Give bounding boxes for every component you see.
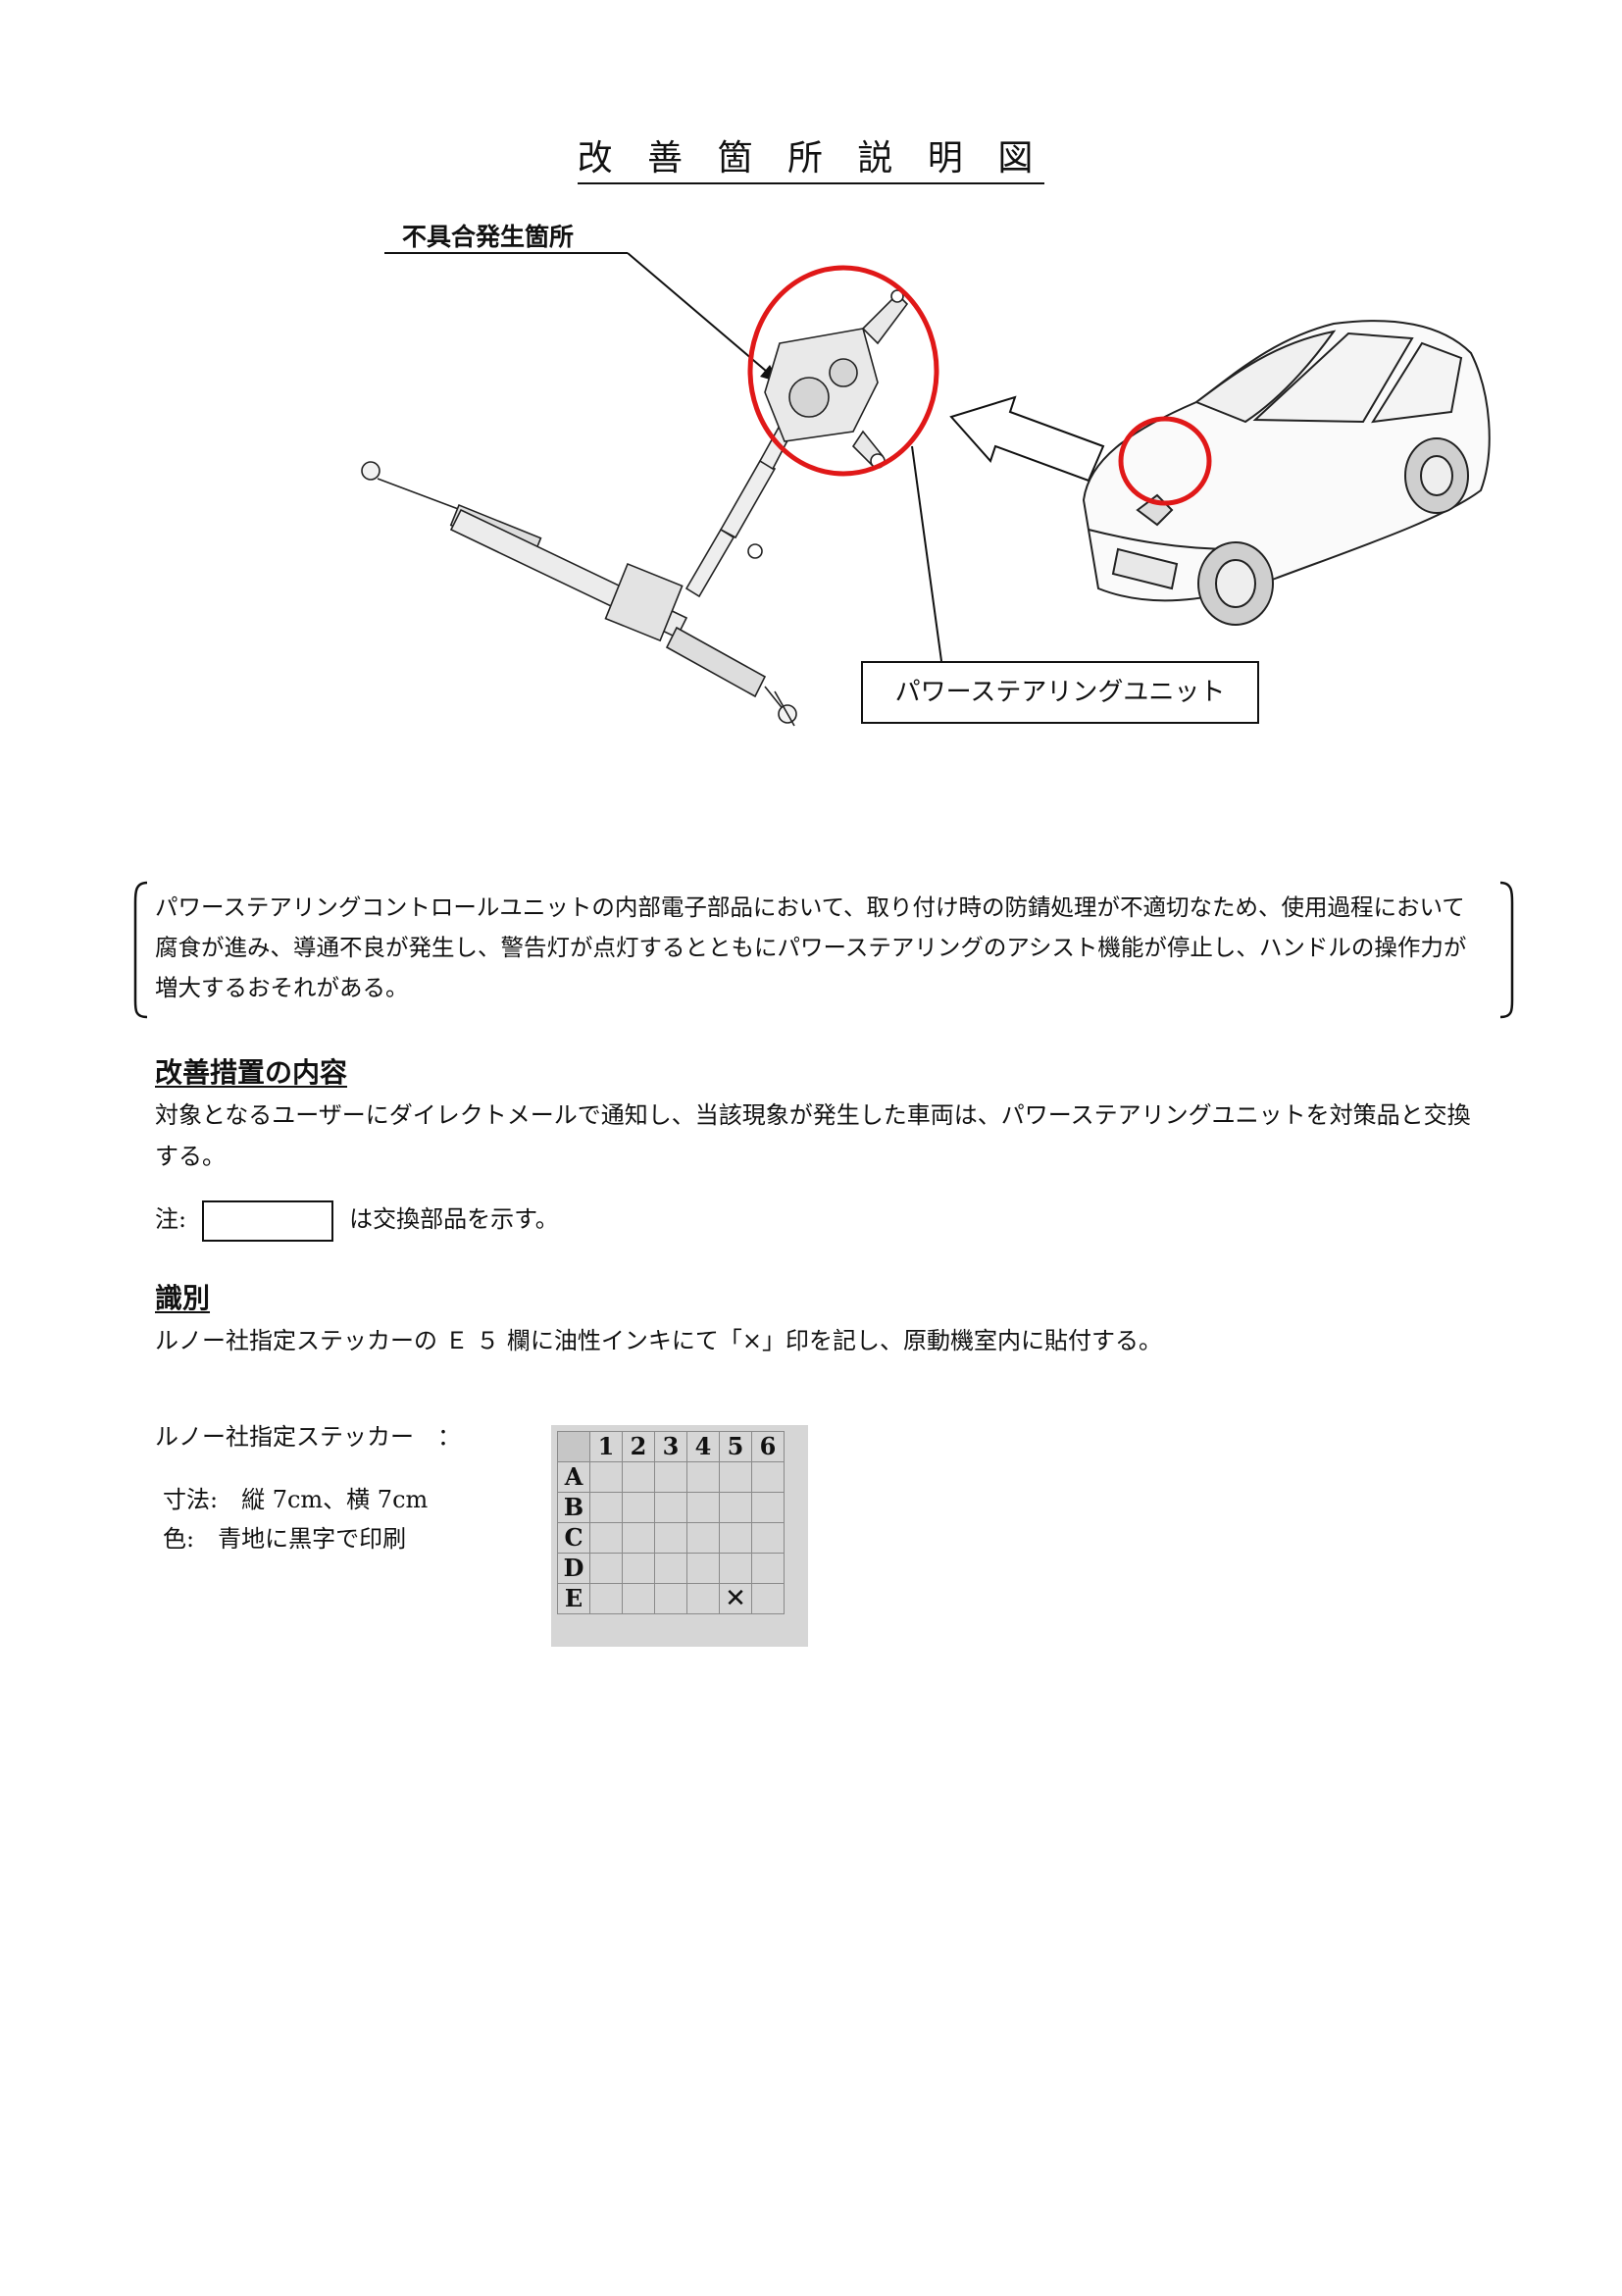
sticker-row-header: A (557, 1461, 590, 1493)
note-prefix: 注: (155, 1205, 187, 1233)
car-illustration (1082, 320, 1491, 626)
sticker-cell (719, 1553, 752, 1584)
sticker-cell (654, 1461, 687, 1493)
sticker-col-header: 5 (719, 1431, 752, 1462)
measures-text: 対象となるユーザーにダイレクトメールで通知し、当該現象が発生した車両は、パワース… (155, 1101, 1471, 1170)
defect-arrow-line (627, 252, 781, 383)
sticker-cell (751, 1553, 785, 1584)
steering-diagram (361, 252, 1491, 727)
sticker-cell (686, 1522, 720, 1554)
sticker-cell (589, 1492, 623, 1523)
sticker-col-header: 3 (654, 1431, 687, 1462)
identification-text: ルノー社指定ステッカーの Ｅ ５ 欄に油性インキにて「×」印を記し、原動機室内に… (155, 1327, 1162, 1354)
renault-sticker: 1 2 3 4 5 6 A B C D E ✕ (551, 1425, 808, 1647)
sticker-cell (751, 1522, 785, 1554)
unit-label-box: パワーステアリングユニット (861, 661, 1259, 724)
sticker-col-header: 1 (589, 1431, 623, 1462)
sticker-size: 寸法: 縦 7cm、横 7cm (163, 1486, 429, 1513)
sticker-cell (686, 1583, 720, 1614)
sticker-cell (654, 1522, 687, 1554)
measures-section: 改善措置の内容 対象となるユーザーにダイレクトメールで通知し、当該現象が発生した… (155, 1051, 1474, 1177)
page-title: 改 善 箇 所 説 明 図 (0, 129, 1622, 184)
sticker-cell (654, 1492, 687, 1523)
sticker-col-header: 2 (622, 1431, 655, 1462)
note-line: 注: は交換部品を示す。 (155, 1199, 559, 1242)
sticker-grid: 1 2 3 4 5 6 A B C D E ✕ (557, 1431, 785, 1614)
sticker-cell (686, 1492, 720, 1523)
sticker-cell (589, 1522, 623, 1554)
sticker-cell (589, 1461, 623, 1493)
sticker-cell (654, 1583, 687, 1614)
unit-leader-line (911, 445, 942, 662)
sticker-row-header: C (557, 1522, 590, 1554)
sticker-cell (622, 1492, 655, 1523)
sticker-cell (589, 1553, 623, 1584)
note-suffix: は交換部品を示す。 (349, 1205, 559, 1233)
defect-description: パワーステアリングコントロールユニットの内部電子部品において、取り付け時の防錆処… (155, 893, 1467, 1001)
sticker-cell (654, 1553, 687, 1584)
sticker-cell (622, 1461, 655, 1493)
sticker-cell (751, 1461, 785, 1493)
sticker-cell (622, 1553, 655, 1584)
sticker-row-header: E (557, 1583, 590, 1614)
steering-rack (361, 461, 797, 727)
description-brackets (133, 881, 1514, 1019)
defect-location-label: 不具合発生箇所 (402, 223, 575, 251)
sticker-row-header: B (557, 1492, 590, 1523)
sticker-cell (751, 1583, 785, 1614)
sticker-corner-cell (557, 1431, 590, 1462)
sticker-row-header: D (557, 1553, 590, 1584)
sticker-col-header: 6 (751, 1431, 785, 1462)
power-steering-unit (764, 289, 909, 469)
direction-arrow (949, 395, 1105, 483)
sticker-col-header: 4 (686, 1431, 720, 1462)
identification-section: 識別 ルノー社指定ステッカーの Ｅ ５ 欄に油性インキにて「×」印を記し、原動機… (155, 1277, 1474, 1361)
sticker-color: 色: 青地に黒字で印刷 (163, 1525, 407, 1553)
identification-heading: 識別 (155, 1282, 211, 1314)
replacement-part-box (202, 1199, 334, 1242)
sticker-cell (719, 1492, 752, 1523)
sticker-cell (622, 1522, 655, 1554)
sticker-cell (589, 1583, 623, 1614)
sticker-cell (622, 1583, 655, 1614)
sticker-cell (686, 1461, 720, 1493)
sticker-label: ルノー社指定ステッカー ： (155, 1423, 461, 1451)
measures-heading: 改善措置の内容 (155, 1056, 348, 1089)
sticker-cell (719, 1461, 752, 1493)
defect-highlight-circle (747, 265, 939, 477)
car-highlight-circle (1118, 416, 1212, 506)
sticker-cell (686, 1553, 720, 1584)
sticker-marked-cell: ✕ (719, 1583, 752, 1614)
sticker-cell (751, 1492, 785, 1523)
sticker-cell (719, 1522, 752, 1554)
